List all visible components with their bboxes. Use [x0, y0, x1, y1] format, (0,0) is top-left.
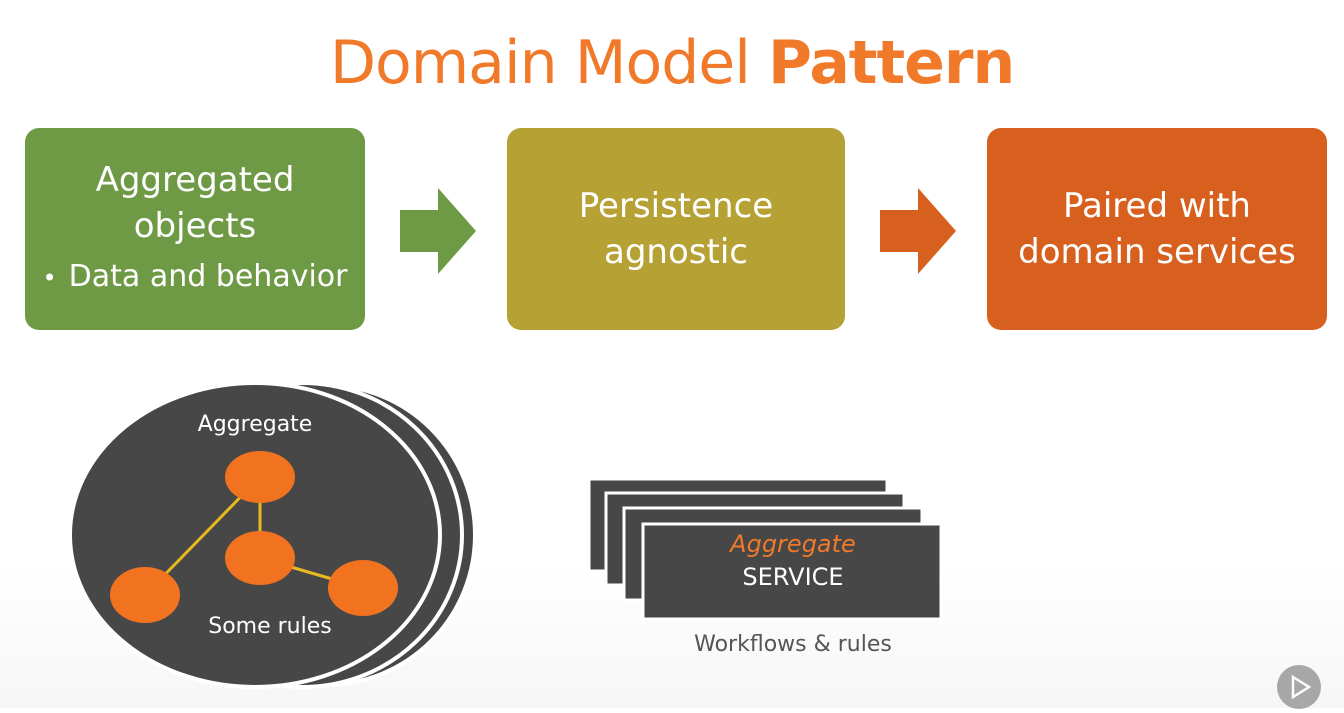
- paired-line2: domain services: [1018, 232, 1296, 272]
- aggregated-objects-box: Aggregated objects • Data and behavior: [25, 128, 365, 330]
- persistence-agnostic-box: Persistence agnostic: [507, 128, 845, 330]
- service-card-front: [641, 522, 943, 621]
- slide-title: Domain Model Pattern: [0, 28, 1344, 98]
- right-arrow-icon: [400, 188, 476, 274]
- play-icon: [1291, 674, 1312, 700]
- service-label: SERVICE: [742, 563, 844, 591]
- paired-line1: Paired with: [1063, 186, 1251, 226]
- paired-domain-services-box: Paired with domain services: [987, 128, 1327, 330]
- aggregate-diagram: [70, 381, 477, 689]
- node-left: [110, 567, 180, 623]
- play-button[interactable]: [1277, 665, 1321, 709]
- title-normal: Domain Model: [329, 28, 768, 98]
- node-top: [225, 451, 295, 503]
- workflows-caption: Workflows & rules: [694, 632, 892, 657]
- some-rules-label: Some rules: [208, 614, 332, 639]
- persistence-line1: Persistence: [578, 186, 774, 226]
- node-center: [225, 531, 295, 585]
- aggregated-line2: objects: [133, 205, 257, 246]
- aggregated-bullet: • Data and behavior: [43, 253, 348, 302]
- bullet-text: Data and behavior: [68, 258, 348, 294]
- right-arrow-icon: [880, 188, 956, 274]
- aggregate-label: Aggregate: [197, 412, 313, 437]
- service-stack: [587, 477, 943, 621]
- persistence-line2: agnostic: [604, 232, 748, 272]
- title-bold: Pattern: [767, 28, 1015, 98]
- service-aggregate-label: Aggregate: [730, 530, 856, 558]
- bullet-icon: •: [42, 263, 57, 292]
- aggregated-line1: Aggregated: [95, 159, 295, 200]
- node-right: [328, 560, 398, 616]
- service-card-text: Aggregate SERVICE: [645, 528, 941, 594]
